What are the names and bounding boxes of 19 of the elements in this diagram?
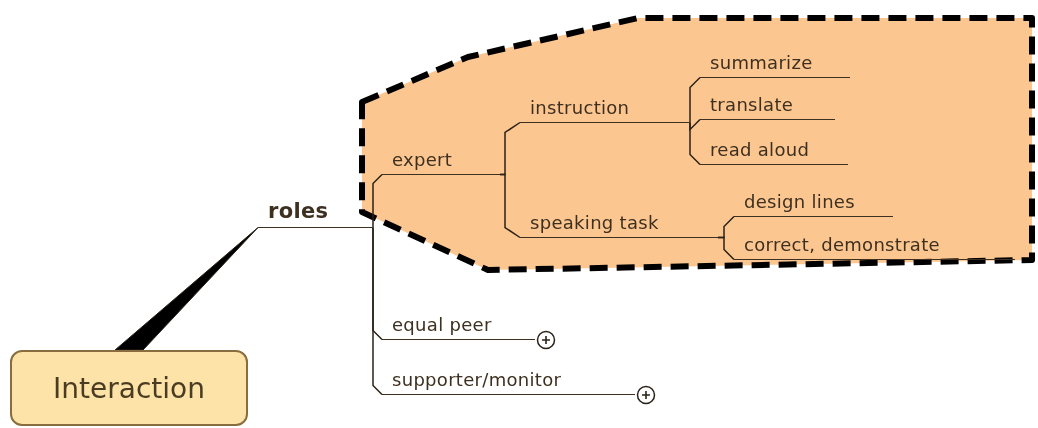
branch-line [689,118,701,132]
branch-label: expert [382,148,500,175]
branch-label: design lines [734,190,893,217]
topic-box: Interaction [10,350,248,426]
tapered-connector [114,227,259,351]
branch-label: summarize [700,51,850,78]
branch-line [372,173,383,229]
branch-line [689,121,701,166]
branch-label: speaking task [520,211,718,238]
branch-label: equal peer [382,313,535,340]
branch-line [689,76,701,124]
branch-label: read aloud [700,138,848,165]
branch-line [717,236,735,261]
branch-line [372,226,383,396]
branch-label: correct, demonstrate [734,233,1015,260]
branch-label: instruction [520,96,690,123]
branch-line [499,173,521,239]
branch-label: supporter/monitor [382,368,635,395]
branch-label: translate [700,93,835,120]
